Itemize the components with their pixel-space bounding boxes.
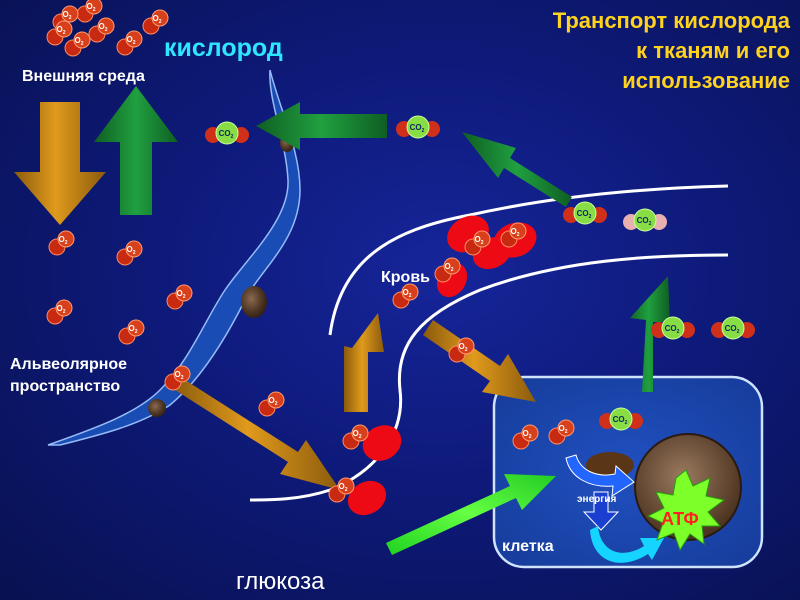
carbon-dioxide-molecule-icon: CO2 xyxy=(711,316,755,340)
oxygen-molecule-icon: O2 xyxy=(258,391,285,417)
arrow-energy-blue xyxy=(565,454,635,497)
arrow-co2-from-cell xyxy=(627,276,670,392)
svg-text:CO2: CO2 xyxy=(219,129,234,140)
svg-text:O2: O2 xyxy=(152,14,161,25)
membrane-nucleus-2 xyxy=(148,399,166,417)
svg-text:O2: O2 xyxy=(126,35,135,46)
svg-text:CO2: CO2 xyxy=(665,324,680,335)
title-line-2: к тканям и его xyxy=(636,38,790,63)
title-line-3: использование xyxy=(622,68,790,93)
energy-arrows xyxy=(565,454,726,563)
svg-text:O2: O2 xyxy=(444,262,453,273)
vessel-wall-inner xyxy=(328,184,729,336)
svg-text:O2: O2 xyxy=(128,324,137,335)
carbon-dioxide-molecule-icon: CO2 xyxy=(396,115,440,139)
slide-title: Транспорт кислорода к тканям и его испол… xyxy=(553,6,790,96)
carbon-dioxide-molecule-icon: CO2 xyxy=(651,316,695,340)
vessel-wall-outer xyxy=(249,253,729,502)
svg-text:CO2: CO2 xyxy=(725,324,740,335)
oxygen-molecule-icon: O2 xyxy=(512,424,539,450)
membrane-nucleus-1 xyxy=(241,286,267,318)
oxygen-molecule-icon: O2 xyxy=(166,284,193,310)
carbon-dioxide-molecule-icon: CO2 xyxy=(623,208,667,232)
svg-text:O2: O2 xyxy=(56,304,65,315)
arrow-atp-cyan xyxy=(590,526,664,563)
blood-label: Кровь xyxy=(381,269,430,286)
arrows xyxy=(14,86,670,555)
carbon-dioxide-molecule-icon: CO2 xyxy=(205,121,249,145)
arrow-exhale xyxy=(94,86,178,215)
alveolar-label-line-1: Альвеолярное xyxy=(10,356,128,373)
atp-label: АТФ xyxy=(661,509,699,529)
svg-text:O2: O2 xyxy=(522,429,531,440)
oxygen-molecule-icon: O2 xyxy=(500,222,527,248)
svg-text:O2: O2 xyxy=(268,396,277,407)
arrow-o2-up xyxy=(344,313,384,412)
molecule-layer: O2O2O2O2O2O2O2O2O2O2O2O2O2O2O2O2O2O2O2O2… xyxy=(46,0,755,503)
arrow-glucose xyxy=(386,474,556,555)
oxygen-molecule-icon: O2 xyxy=(64,31,91,57)
svg-text:O2: O2 xyxy=(86,2,95,13)
oxygen-molecule-icon: O2 xyxy=(142,9,169,35)
alveolar-label-line-2: пространство xyxy=(10,378,121,395)
oxygen-molecule-icon: O2 xyxy=(46,20,73,46)
svg-text:O2: O2 xyxy=(458,342,467,353)
svg-text:O2: O2 xyxy=(74,36,83,47)
svg-text:O2: O2 xyxy=(558,424,567,435)
atp-burst-icon xyxy=(646,469,726,552)
oxygen-molecule-icon: O2 xyxy=(434,257,461,283)
svg-text:O2: O2 xyxy=(352,429,361,440)
svg-text:O2: O2 xyxy=(174,370,183,381)
oxygen-molecule-icon: O2 xyxy=(392,283,419,309)
arrow-o2-to-cell xyxy=(423,320,536,402)
cell-label: клетка xyxy=(502,538,554,555)
arrow-co2-to-air-1 xyxy=(256,102,387,150)
oxygen-molecule-icon: O2 xyxy=(164,365,191,391)
title-line-1: Транспорт кислорода xyxy=(552,8,790,33)
oxygen-molecule-icon: O2 xyxy=(328,477,355,503)
energy-label: энергия xyxy=(577,494,617,505)
glucose-label: глюкоза xyxy=(236,568,325,595)
oxygen-molecule-icon: O2 xyxy=(464,230,491,256)
svg-text:CO2: CO2 xyxy=(613,415,628,426)
carbon-dioxide-molecule-icon: CO2 xyxy=(599,407,643,431)
oxygen-molecule-icon: O2 xyxy=(48,230,75,256)
svg-text:O2: O2 xyxy=(474,235,483,246)
oxygen-molecule-icon: O2 xyxy=(548,419,575,445)
svg-text:CO2: CO2 xyxy=(577,209,592,220)
oxygen-molecule-icon: O2 xyxy=(116,30,143,56)
svg-text:O2: O2 xyxy=(510,227,519,238)
svg-text:O2: O2 xyxy=(56,25,65,36)
svg-text:CO2: CO2 xyxy=(410,123,425,134)
arrow-o2-to-blood xyxy=(172,378,340,490)
oxygen-label: кислород xyxy=(164,34,283,62)
svg-text:O2: O2 xyxy=(402,288,411,299)
arrow-energy-down xyxy=(582,491,620,531)
oxygen-molecule-icon: O2 xyxy=(46,299,73,325)
svg-text:O2: O2 xyxy=(176,289,185,300)
red-blood-cell xyxy=(347,480,387,516)
vessel-walls xyxy=(249,184,729,502)
oxygen-molecule-icon: O2 xyxy=(76,0,103,23)
oxygen-molecule-icon: O2 xyxy=(342,424,369,450)
svg-text:CO2: CO2 xyxy=(637,216,652,227)
svg-text:O2: O2 xyxy=(98,22,107,33)
oxygen-molecule-icon: O2 xyxy=(88,17,115,43)
svg-text:O2: O2 xyxy=(338,482,347,493)
oxygen-molecule-icon: O2 xyxy=(448,337,475,363)
svg-text:O2: O2 xyxy=(62,10,71,21)
svg-text:O2: O2 xyxy=(126,245,135,256)
oxygen-molecule-icon: O2 xyxy=(118,319,145,345)
oxygen-molecule-icon: O2 xyxy=(116,240,143,266)
arrow-inhale xyxy=(14,102,106,225)
alveolar-membrane xyxy=(47,69,301,446)
svg-text:O2: O2 xyxy=(58,235,67,246)
arrow-co2-from-blood xyxy=(462,132,572,207)
external-environment-label: Внешняя среда xyxy=(22,68,145,85)
carbon-dioxide-molecule-icon: CO2 xyxy=(563,201,607,225)
red-blood-cell xyxy=(362,425,402,461)
